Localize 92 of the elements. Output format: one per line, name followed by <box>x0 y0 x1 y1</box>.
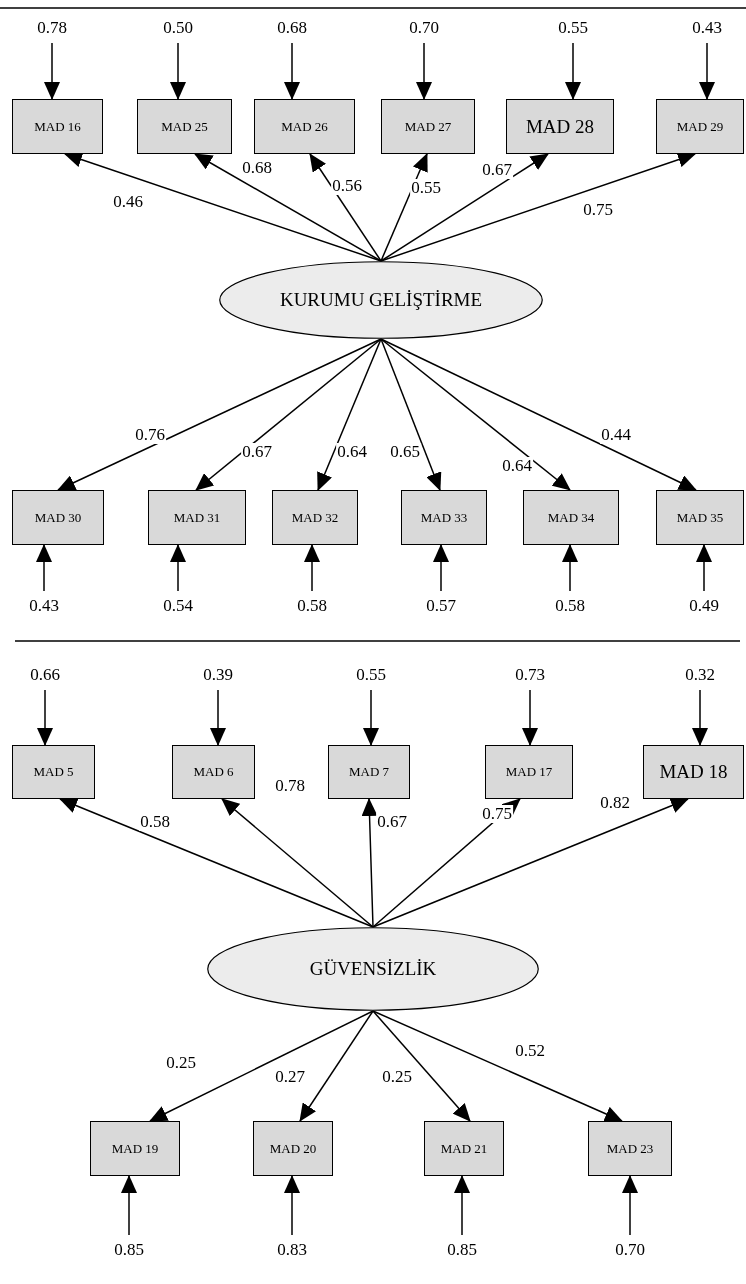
arrow <box>284 42 300 100</box>
indicator-box: MAD 32 <box>272 490 358 545</box>
arrow <box>380 338 442 491</box>
arrow <box>44 42 60 100</box>
indicator-box: MAD 16 <box>12 99 103 154</box>
arrow <box>380 338 571 491</box>
arrow <box>170 42 186 100</box>
arrow <box>454 1175 470 1236</box>
error-value: 0.70 <box>404 17 444 39</box>
indicator-box: MAD 21 <box>424 1121 504 1176</box>
edge-label: 0.76 <box>134 426 166 444</box>
arrow <box>121 1175 137 1236</box>
arrow <box>284 1175 300 1236</box>
error-value: 0.39 <box>198 664 238 686</box>
arrow <box>149 1010 374 1122</box>
arrow <box>304 544 320 592</box>
arrow <box>195 338 382 491</box>
indicator-box: MAD 25 <box>137 99 232 154</box>
arrow <box>170 544 186 592</box>
indicator-box: MAD 7 <box>328 745 410 799</box>
latent-ellipse <box>219 261 543 339</box>
indicator-box: MAD 35 <box>656 490 744 545</box>
arrow <box>696 544 712 592</box>
arrow <box>363 689 379 746</box>
indicator-box: MAD 20 <box>253 1121 333 1176</box>
indicator-box: MAD 27 <box>381 99 475 154</box>
arrow <box>380 153 428 262</box>
error-value: 0.55 <box>351 664 391 686</box>
indicator-box: MAD 28 <box>506 99 614 154</box>
error-value: 0.58 <box>292 595 332 617</box>
arrow <box>36 544 52 592</box>
latent-label: KURUMU GELİŞTİRME <box>279 289 483 311</box>
indicator-box: MAD 17 <box>485 745 573 799</box>
edge-label: 0.56 <box>331 177 363 195</box>
indicator-box: MAD 31 <box>148 490 246 545</box>
error-value: 0.58 <box>550 595 590 617</box>
arrow <box>562 544 578 592</box>
latent-ellipse <box>207 927 539 1011</box>
arrow <box>522 689 538 746</box>
error-value: 0.68 <box>272 17 312 39</box>
arrow <box>416 42 432 100</box>
error-value: 0.78 <box>32 17 72 39</box>
indicator-box: MAD 19 <box>90 1121 180 1176</box>
arrow <box>317 338 382 491</box>
arrow <box>622 1175 638 1236</box>
error-value: 0.49 <box>684 595 724 617</box>
error-value: 0.55 <box>553 17 593 39</box>
error-value: 0.85 <box>109 1239 149 1261</box>
arrow <box>221 798 374 928</box>
edge-label: 0.75 <box>481 805 513 823</box>
arrow <box>194 153 382 262</box>
indicator-box: MAD 34 <box>523 490 619 545</box>
latent-label: GÜVENSİZLİK <box>309 958 437 980</box>
error-value: 0.50 <box>158 17 198 39</box>
error-value: 0.43 <box>24 595 64 617</box>
error-value: 0.43 <box>687 17 727 39</box>
indicator-box: MAD 23 <box>588 1121 672 1176</box>
arrow <box>699 42 715 100</box>
indicator-box: MAD 29 <box>656 99 744 154</box>
edge-label: 0.44 <box>600 426 632 444</box>
arrow <box>210 689 226 746</box>
arrow <box>299 1010 374 1122</box>
arrow <box>37 689 53 746</box>
arrow <box>57 338 382 491</box>
edge-label: 0.58 <box>139 813 171 831</box>
indicator-box: MAD 18 <box>643 745 744 799</box>
error-value: 0.85 <box>442 1239 482 1261</box>
arrow <box>59 798 374 928</box>
indicator-box: MAD 30 <box>12 490 104 545</box>
arrow <box>372 1010 471 1122</box>
error-value: 0.73 <box>510 664 550 686</box>
arrow <box>309 153 382 262</box>
indicator-box: MAD 6 <box>172 745 255 799</box>
error-value: 0.57 <box>421 595 461 617</box>
arrow <box>372 1010 623 1122</box>
arrow <box>361 798 378 928</box>
error-value: 0.70 <box>610 1239 650 1261</box>
arrow <box>565 42 581 100</box>
arrow <box>380 338 697 491</box>
indicator-box: MAD 26 <box>254 99 355 154</box>
arrow <box>433 544 449 592</box>
error-value: 0.54 <box>158 595 198 617</box>
edge-label: 0.55 <box>410 179 442 197</box>
error-value: 0.66 <box>25 664 65 686</box>
arrow <box>380 153 549 262</box>
error-value: 0.83 <box>272 1239 312 1261</box>
arrow <box>692 689 708 746</box>
error-value: 0.32 <box>680 664 720 686</box>
indicator-box: MAD 33 <box>401 490 487 545</box>
edge-label: 0.67 <box>481 161 513 179</box>
indicator-box: MAD 5 <box>12 745 95 799</box>
arrow <box>372 798 689 928</box>
